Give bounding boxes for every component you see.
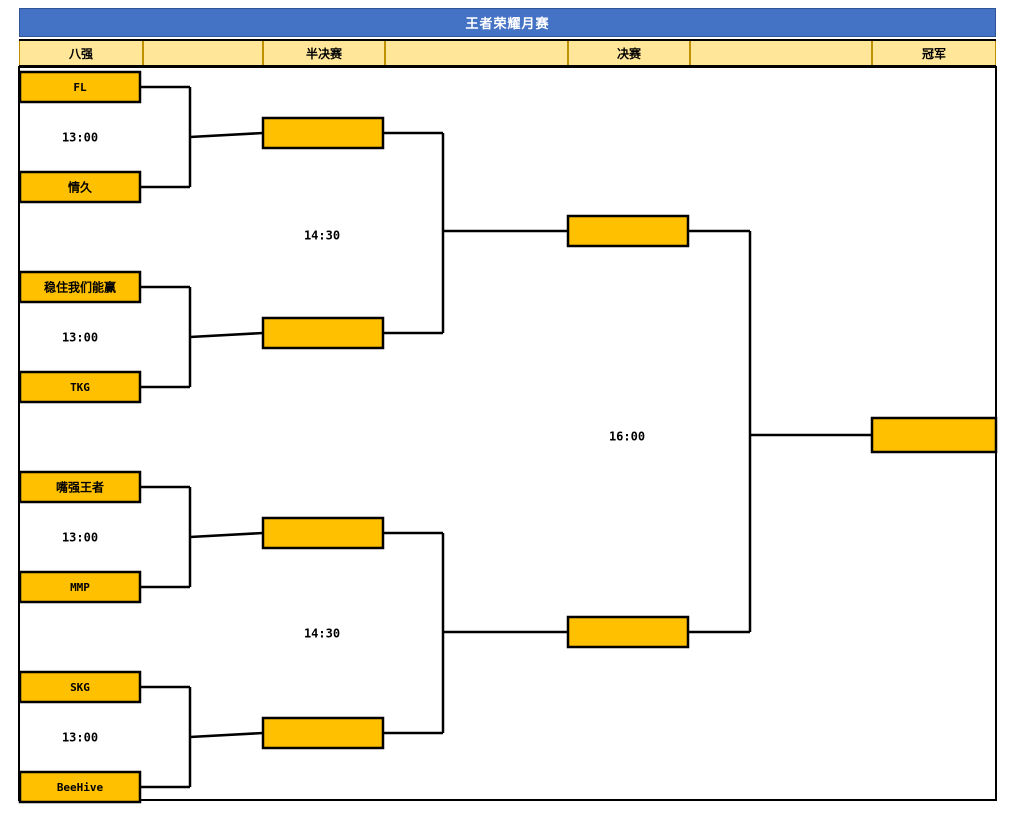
semi-2-time: 14:30: [304, 627, 340, 641]
quarterfinal-match-2: 嘴强王者 MMP 13:00: [18, 470, 264, 604]
semi-pair-0: [441, 133, 568, 333]
semifinal-slot-1-box[interactable]: [261, 316, 385, 350]
qf-0-team-0[interactable]: FL: [18, 70, 142, 104]
page-title: 王者荣耀月赛: [465, 17, 550, 32]
semifinal-slot-2-box[interactable]: [261, 516, 385, 550]
qf-2-team-1[interactable]: MMP: [18, 570, 142, 604]
round-header-0: 八强: [19, 41, 143, 65]
semifinal-match-1: [261, 316, 443, 350]
qf-0-team-0-box[interactable]: [18, 70, 142, 104]
quarterfinal-match-3: SKG BeeHive 13:00: [18, 670, 264, 804]
round-header-spacer-1: [143, 41, 263, 65]
qf-3-team-0-box[interactable]: [18, 670, 142, 704]
qf-1-team-1-box[interactable]: [18, 370, 142, 404]
round-header-6: 冠军: [872, 41, 996, 65]
semifinal-slot-3-box[interactable]: [261, 716, 385, 750]
quarterfinal-match-0: FL 情久 13:00: [18, 70, 264, 204]
qf-0-team-1[interactable]: 情久: [18, 170, 142, 204]
round-header-row: 八强 半决赛 决赛 冠军: [19, 39, 996, 67]
qf-2-team-1-label: MMP: [70, 581, 90, 594]
final-slot-1-box[interactable]: [566, 615, 690, 649]
round-header-4: 决赛: [568, 41, 690, 65]
champion-slot[interactable]: [870, 416, 998, 454]
qf-0-time: 13:00: [62, 131, 98, 145]
qf-1-team-1[interactable]: TKG: [18, 370, 142, 404]
qf-2-team-0-box[interactable]: [18, 470, 142, 504]
qf-3-team-0[interactable]: SKG: [18, 670, 142, 704]
qf-1-team-1-label: TKG: [70, 381, 90, 394]
semifinal-slot-0[interactable]: [261, 116, 385, 150]
qf-2-to-semi: [189, 531, 264, 539]
qf-3-team-0-label: SKG: [70, 681, 90, 694]
qf-3-to-semi: [189, 731, 264, 739]
semifinal-slot-1[interactable]: [261, 316, 385, 350]
qf-1-team-0[interactable]: 稳住我们能赢: [18, 270, 142, 304]
quarterfinal-match-1: 稳住我们能赢 TKG 13:00: [18, 270, 264, 404]
bracket-frame: [18, 66, 997, 801]
semifinal-slot-3[interactable]: [261, 716, 385, 750]
qf-2-team-0[interactable]: 嘴强王者: [18, 470, 142, 504]
final-match-1: [566, 615, 750, 649]
qf-2-time: 13:00: [62, 531, 98, 545]
final-pair: [748, 231, 872, 632]
qf-1-team-0-label: 稳住我们能赢: [44, 280, 116, 295]
qf-1-team-0-box[interactable]: [18, 270, 142, 304]
qf-3-time: 13:00: [62, 731, 98, 745]
round-header-2: 半决赛: [263, 41, 385, 65]
final-slot-1[interactable]: [566, 615, 690, 649]
final-slot-0[interactable]: [566, 214, 690, 248]
semifinal-match-2: 14:30: [261, 516, 443, 641]
qf-3-team-1[interactable]: BeeHive: [18, 770, 142, 804]
final-match-0: 16:00: [566, 214, 750, 444]
semifinal-match-3: [261, 716, 443, 750]
semifinal-slot-0-box[interactable]: [261, 116, 385, 150]
qf-0-team-1-label: 情久: [68, 180, 93, 195]
semifinal-match-0: 14:30: [261, 116, 443, 243]
final-slot-0-box[interactable]: [566, 214, 690, 248]
semi-pair-1: [441, 533, 568, 733]
tournament-title-bar: 王者荣耀月赛: [19, 8, 996, 37]
round-header-spacer-5: [690, 41, 872, 65]
qf-1-to-semi: [189, 331, 264, 339]
champion-slot-box[interactable]: [870, 416, 998, 454]
qf-3-team-1-label: BeeHive: [57, 781, 104, 794]
semi-0-time: 14:30: [304, 229, 340, 243]
final-0-time: 16:00: [609, 430, 645, 444]
semifinal-slot-2[interactable]: [261, 516, 385, 550]
qf-0-team-0-label: FL: [73, 81, 87, 94]
qf-2-team-0-label: 嘴强王者: [56, 480, 104, 495]
qf-1-time: 13:00: [62, 331, 98, 345]
qf-0-to-semi: [189, 131, 264, 139]
round-header-spacer-3: [385, 41, 568, 65]
champion-match: [870, 416, 998, 454]
